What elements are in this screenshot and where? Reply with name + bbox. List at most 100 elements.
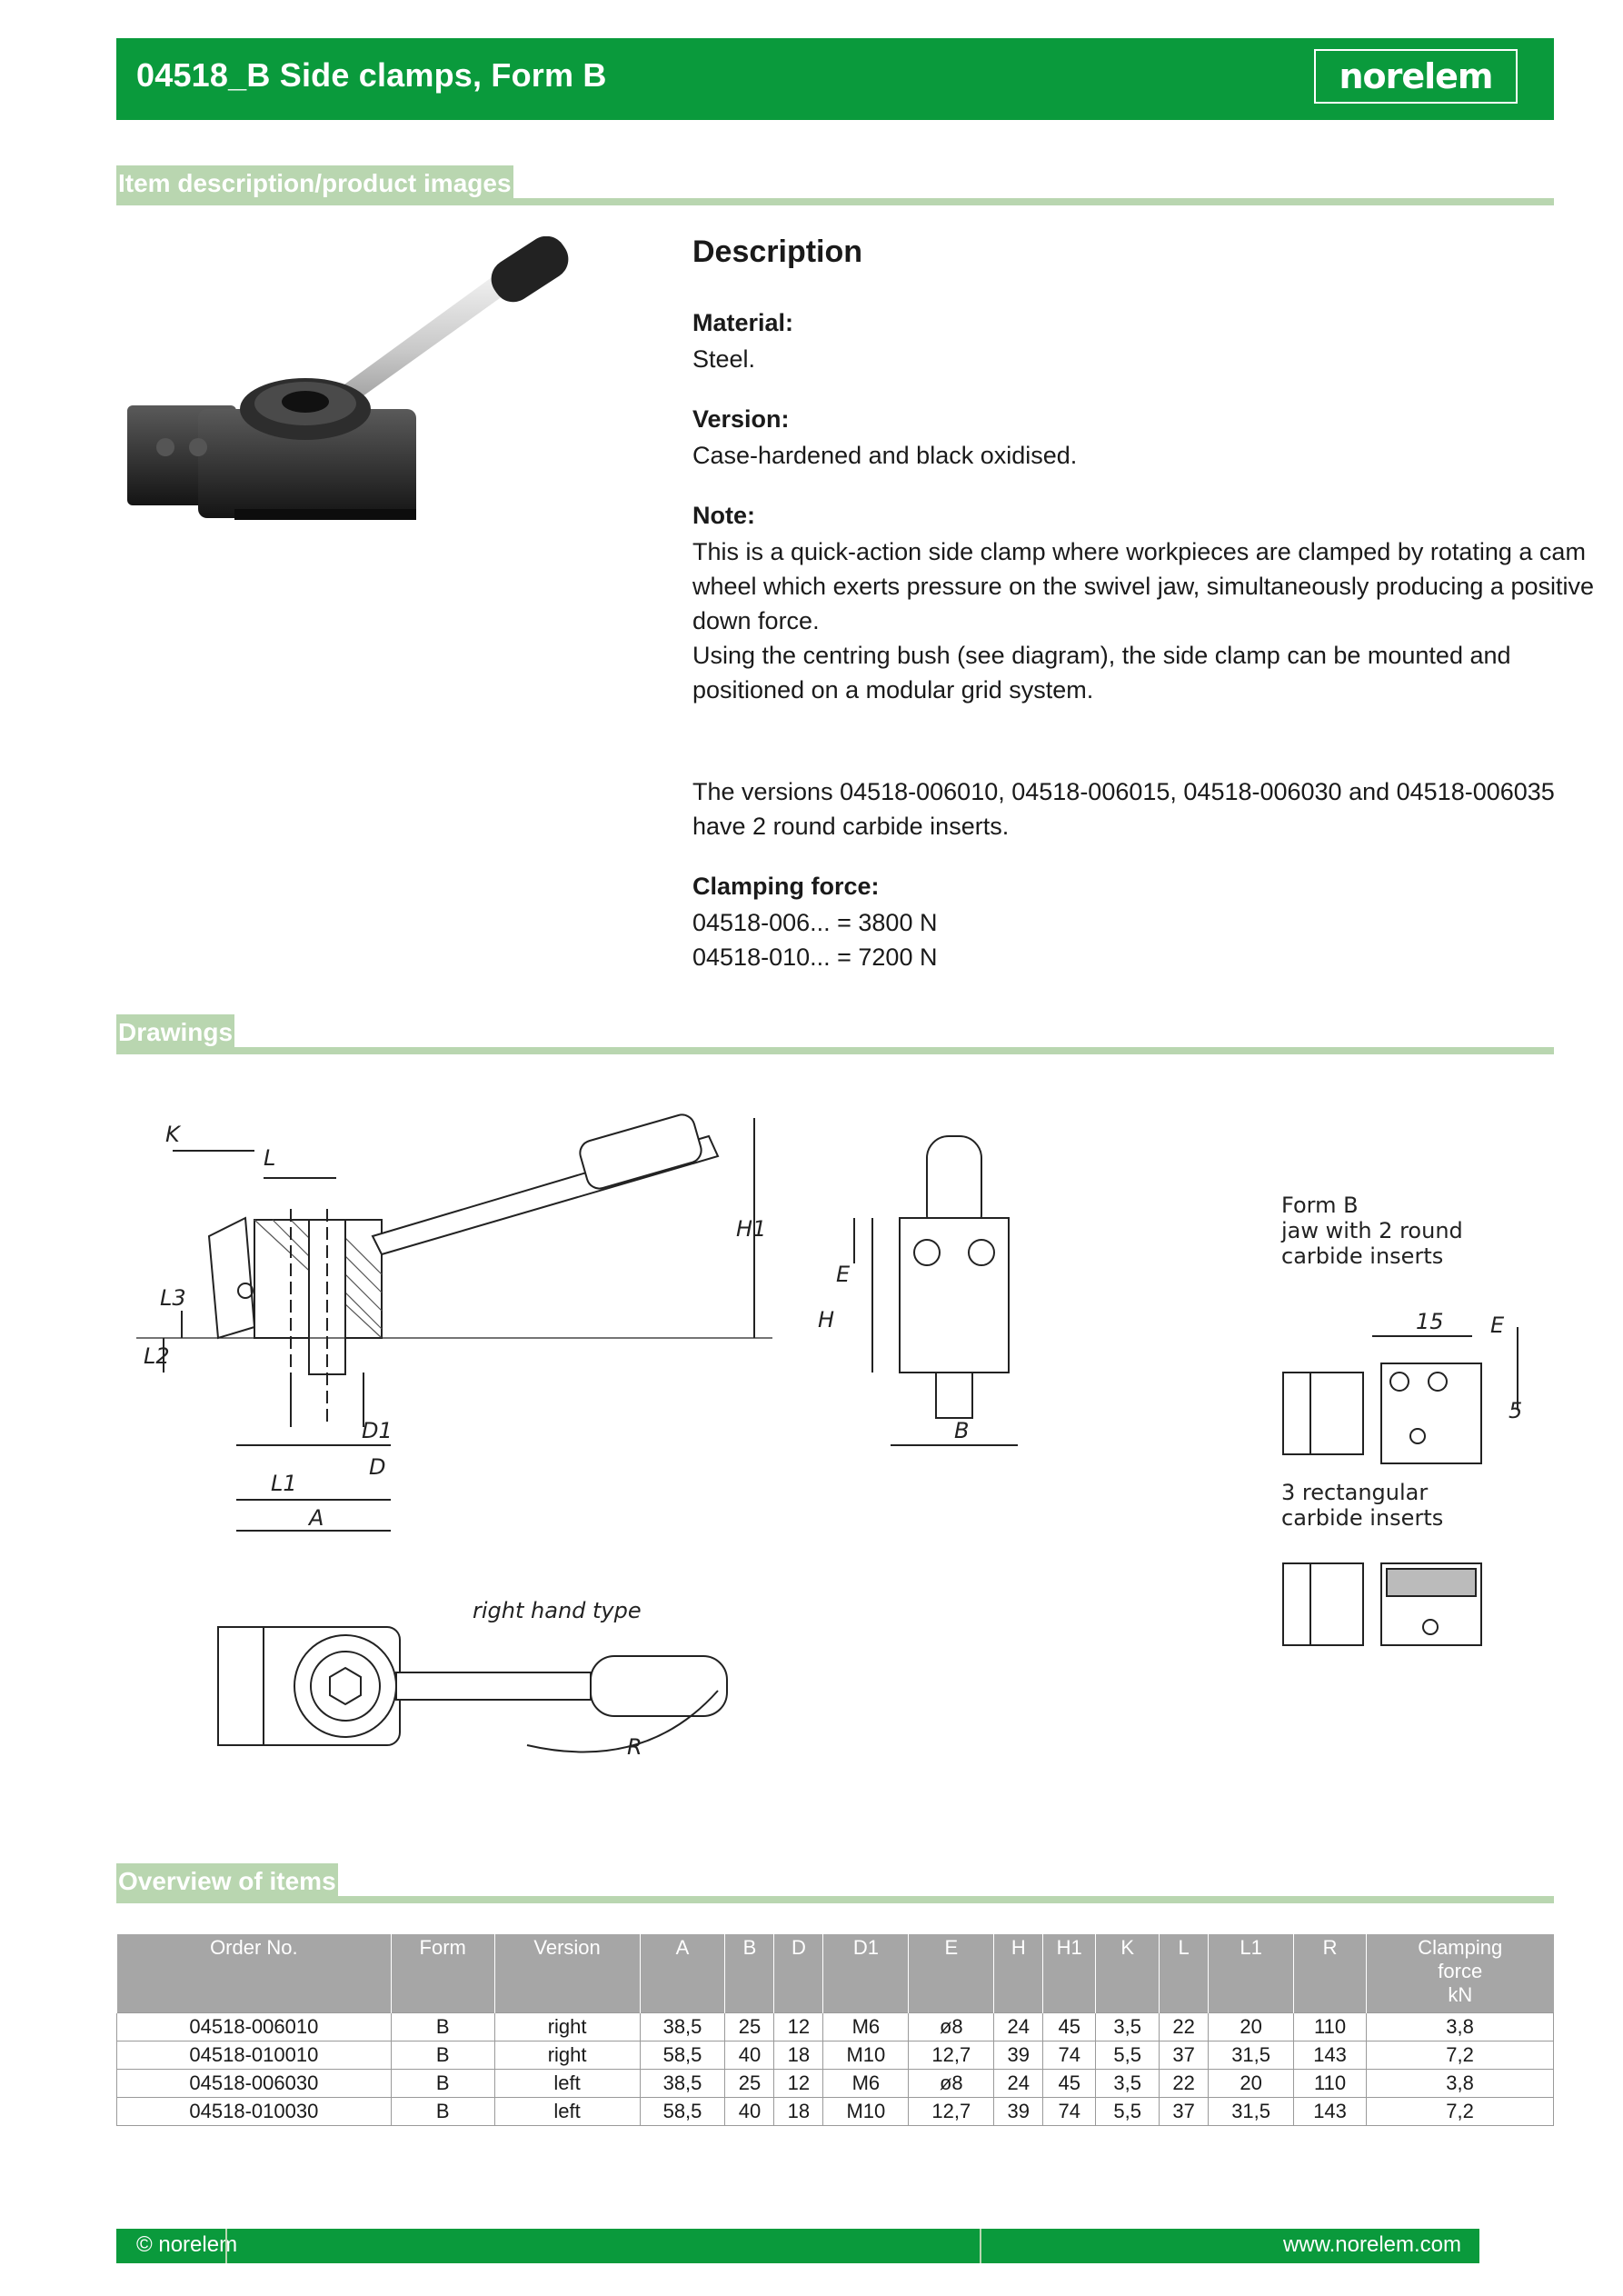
col-header-l1: L1	[1208, 1934, 1294, 2013]
col-header-h1: H1	[1042, 1934, 1096, 2013]
cell-h: 39	[993, 2041, 1044, 2070]
col-header-d1: D1	[822, 1934, 909, 2013]
footer-divider	[980, 2229, 981, 2263]
footer-copyright: © norelem	[136, 2232, 238, 2257]
section-divider	[116, 1896, 1554, 1903]
form-b-caption: Form B	[1281, 1193, 1359, 1218]
page-title: 04518_B Side clamps, Form B	[136, 56, 607, 94]
col-header-clamping-force: Clamping force kN	[1366, 1934, 1554, 2013]
dim-label-15: 15	[1416, 1309, 1444, 1334]
section-heading-description: Item description/product images	[116, 165, 513, 200]
cell-form: B	[390, 2097, 495, 2126]
cell-e: ø8	[908, 2012, 995, 2041]
dim-label-e-detail: E	[1490, 1313, 1505, 1338]
cell-h1: 74	[1042, 2041, 1097, 2070]
footer-bar: © norelem www.norelem.com	[116, 2229, 1479, 2263]
cell-order-no: 04518-010030	[116, 2097, 392, 2126]
cell-order-no: 04518-006030	[116, 2069, 392, 2098]
cell-version: right	[493, 2041, 641, 2070]
col-header-d: D	[773, 1934, 823, 2013]
top-view	[217, 1626, 728, 1753]
note-line: This is a quick-action side clamp where …	[692, 538, 1586, 565]
col-header-e: E	[908, 1934, 994, 2013]
section-heading-overview: Overview of items	[116, 1863, 338, 1898]
description-title: Description	[692, 235, 863, 269]
table-header-row: Order No. Form Version A B D D1 E H H1 K…	[116, 1934, 1554, 2013]
cell-b: 40	[724, 2097, 775, 2126]
cell-form: B	[390, 2069, 495, 2098]
material-value: Steel.	[692, 345, 756, 373]
cell-d1: M10	[822, 2041, 910, 2070]
cell-k: 3,5	[1095, 2069, 1160, 2098]
versions-text: The versions 04518-006010, 04518-006015,…	[692, 774, 1555, 844]
versions-line: The versions 04518-006010, 04518-006015,…	[692, 778, 1555, 805]
header-line: kN	[1448, 1983, 1473, 2006]
section-divider	[116, 1047, 1554, 1054]
side-view	[136, 1113, 772, 1532]
dim-label-d: D	[369, 1454, 385, 1480]
cell-e: 12,7	[908, 2041, 995, 2070]
cell-r: 143	[1293, 2041, 1368, 2070]
cell-order-no: 04518-010010	[116, 2041, 392, 2070]
dim-label-l1: L1	[271, 1471, 297, 1496]
dim-label-l3: L3	[160, 1285, 186, 1311]
dim-label-e: E	[836, 1262, 851, 1287]
form-b-jaw	[1282, 1327, 1518, 1464]
note-line: Using the centring bush (see diagram), t…	[692, 642, 1511, 669]
cell-a: 38,5	[639, 2069, 726, 2098]
cell-r: 110	[1293, 2012, 1368, 2041]
header-line: force	[1438, 1960, 1483, 1982]
col-header-version: Version	[493, 1934, 641, 2013]
clamping-force-line: 04518-010... = 7200 N	[692, 943, 938, 971]
section-heading-drawings: Drawings	[116, 1014, 235, 1049]
cell-d1: M10	[822, 2097, 910, 2126]
dim-label-h: H	[818, 1307, 834, 1333]
cell-version: right	[493, 2012, 641, 2041]
dim-label-k: K	[165, 1122, 182, 1147]
footer-divider	[225, 2229, 227, 2263]
note-line: down force.	[692, 607, 820, 634]
cell-version: left	[493, 2097, 641, 2126]
footer-website-link[interactable]: www.norelem.com	[1282, 2232, 1461, 2257]
dim-label-a: A	[307, 1505, 324, 1531]
cell-k: 3,5	[1095, 2012, 1160, 2041]
header-bar: 04518_B Side clamps, Form B norelem	[116, 38, 1554, 120]
cell-h: 39	[993, 2097, 1044, 2126]
cell-h: 24	[993, 2012, 1044, 2041]
cell-k: 5,5	[1095, 2041, 1160, 2070]
versions-line: have 2 round carbide inserts.	[692, 813, 1010, 840]
cell-clamping-force: 7,2	[1366, 2041, 1554, 2070]
cell-order-no: 04518-006010	[116, 2012, 392, 2041]
cell-b: 40	[724, 2041, 775, 2070]
cell-a: 38,5	[639, 2012, 726, 2041]
front-view	[853, 1135, 1018, 1446]
clamping-force-values: 04518-006... = 3800 N 04518-010... = 720…	[692, 905, 937, 974]
cell-a: 58,5	[639, 2041, 726, 2070]
dim-label-5: 5	[1508, 1398, 1522, 1423]
cell-h1: 45	[1042, 2069, 1097, 2098]
cell-d: 18	[773, 2097, 824, 2126]
cell-e: 12,7	[908, 2097, 995, 2126]
cell-l1: 31,5	[1208, 2097, 1295, 2126]
form-b-caption: carbide inserts	[1281, 1243, 1443, 1269]
dim-label-l: L	[264, 1145, 275, 1171]
logo-text: norelem	[1339, 56, 1493, 96]
cell-l: 37	[1159, 2041, 1210, 2070]
version-value: Case-hardened and black oxidised.	[692, 442, 1078, 469]
version-label: Version:	[692, 405, 790, 433]
form-b-caption: jaw with 2 round	[1280, 1218, 1463, 1243]
col-header-a: A	[639, 1934, 725, 2013]
technical-drawing: K L L3 L2 D1 D L1 A H1 E H B Form B jaw …	[136, 1113, 1522, 1760]
cell-version: left	[493, 2069, 641, 2098]
cell-l1: 20	[1208, 2012, 1295, 2041]
norelem-logo: norelem	[1314, 49, 1518, 104]
note-text: This is a quick-action side clamp where …	[692, 534, 1594, 707]
col-header-b: B	[724, 1934, 774, 2013]
cell-r: 143	[1293, 2097, 1368, 2126]
col-header-k: K	[1095, 1934, 1160, 2013]
